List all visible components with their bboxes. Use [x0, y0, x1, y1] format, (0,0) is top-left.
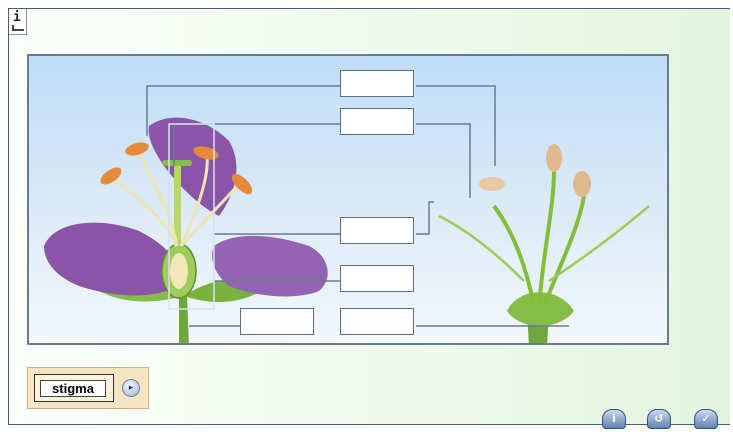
- anther-right-1: [479, 177, 505, 191]
- play-icon[interactable]: ▸: [122, 379, 140, 397]
- label-drop-box[interactable]: [340, 265, 414, 292]
- stigma-mark: [162, 160, 192, 166]
- word-tray: stigma ▸: [27, 367, 149, 409]
- line-2b: [416, 124, 470, 198]
- anther-1: [124, 140, 150, 158]
- check-icon[interactable]: ✓: [694, 409, 718, 429]
- draggable-word-chip[interactable]: stigma: [34, 374, 114, 402]
- line-1b: [416, 86, 495, 166]
- label-drop-box[interactable]: [340, 308, 414, 335]
- anther-right-3: [573, 171, 591, 197]
- feathery-stigma-right: [549, 206, 649, 281]
- corner-marker: [12, 25, 24, 31]
- anther-right-2: [546, 144, 562, 172]
- feathery-stigma-left: [439, 216, 524, 281]
- info-icon[interactable]: i: [602, 409, 626, 429]
- label-drop-box[interactable]: [240, 308, 314, 335]
- line-3b: [416, 202, 434, 234]
- label-drop-box[interactable]: [340, 217, 414, 244]
- word-label[interactable]: stigma: [40, 380, 106, 397]
- label-drop-box[interactable]: [340, 108, 414, 135]
- flower-diagram: [27, 54, 669, 345]
- info-tab[interactable]: i: [9, 9, 27, 35]
- flower-illustration: [29, 56, 669, 345]
- ovules: [170, 253, 188, 289]
- label-drop-box[interactable]: [340, 70, 414, 97]
- reset-icon[interactable]: ↺: [647, 409, 671, 429]
- info-icon[interactable]: i: [13, 10, 21, 25]
- stalk-1: [494, 206, 534, 306]
- stem-left: [179, 296, 189, 345]
- petal-left: [44, 223, 180, 296]
